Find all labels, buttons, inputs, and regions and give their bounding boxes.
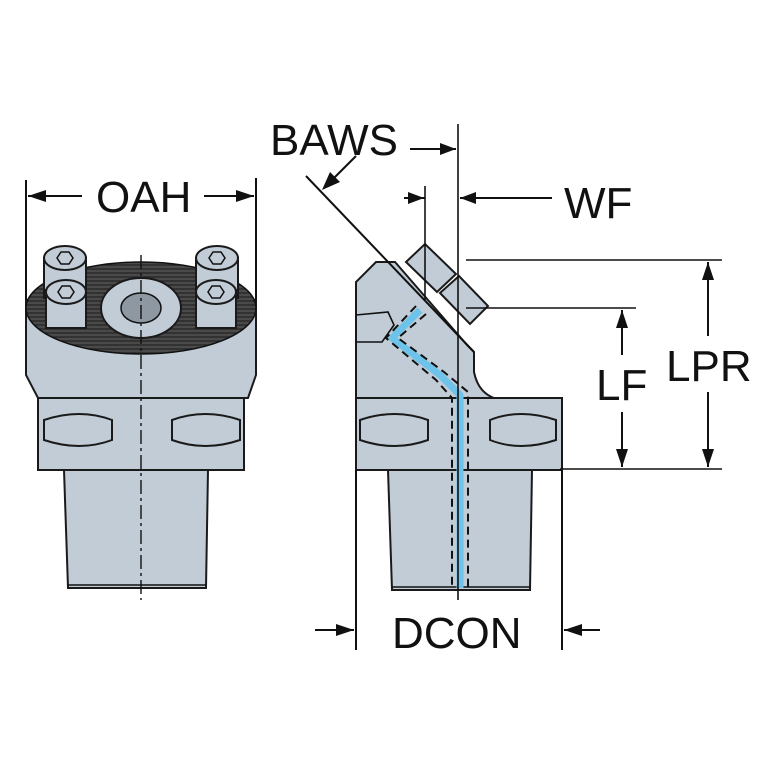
dcon-dimension: DCON — [315, 470, 600, 658]
coolant-outline-right — [396, 313, 469, 588]
lpr-label: LPR — [666, 342, 752, 391]
lf-lpr-dimensions: LF LPR — [466, 259, 752, 470]
arrow-left — [28, 190, 46, 202]
dcon-label: DCON — [392, 609, 522, 658]
coolant-channel — [388, 307, 464, 588]
oah-label: OAH — [96, 173, 191, 222]
oah-dimension: OAH — [25, 173, 257, 300]
clamp-blocks — [404, 242, 490, 326]
side-slot-left — [359, 413, 429, 447]
baws-reference-line — [305, 175, 475, 353]
screw-bottom-right — [195, 279, 237, 329]
baws-label: BAWS — [270, 116, 398, 165]
coolant-outline-left — [384, 305, 453, 588]
front-view — [25, 245, 257, 600]
side-slot-right — [489, 413, 557, 447]
lf-label: LF — [596, 361, 647, 410]
arrow-right — [236, 190, 254, 202]
slot-right — [171, 413, 241, 447]
screw-bottom-left — [45, 279, 87, 329]
slot-left — [43, 413, 113, 447]
side-angled-head — [355, 261, 495, 399]
wf-dimension: WF — [404, 179, 632, 228]
baws-dimension: BAWS — [270, 116, 456, 190]
head-inner-line — [355, 311, 395, 343]
side-view — [305, 124, 563, 600]
wf-label: WF — [564, 179, 632, 228]
front-shank — [62, 469, 210, 589]
